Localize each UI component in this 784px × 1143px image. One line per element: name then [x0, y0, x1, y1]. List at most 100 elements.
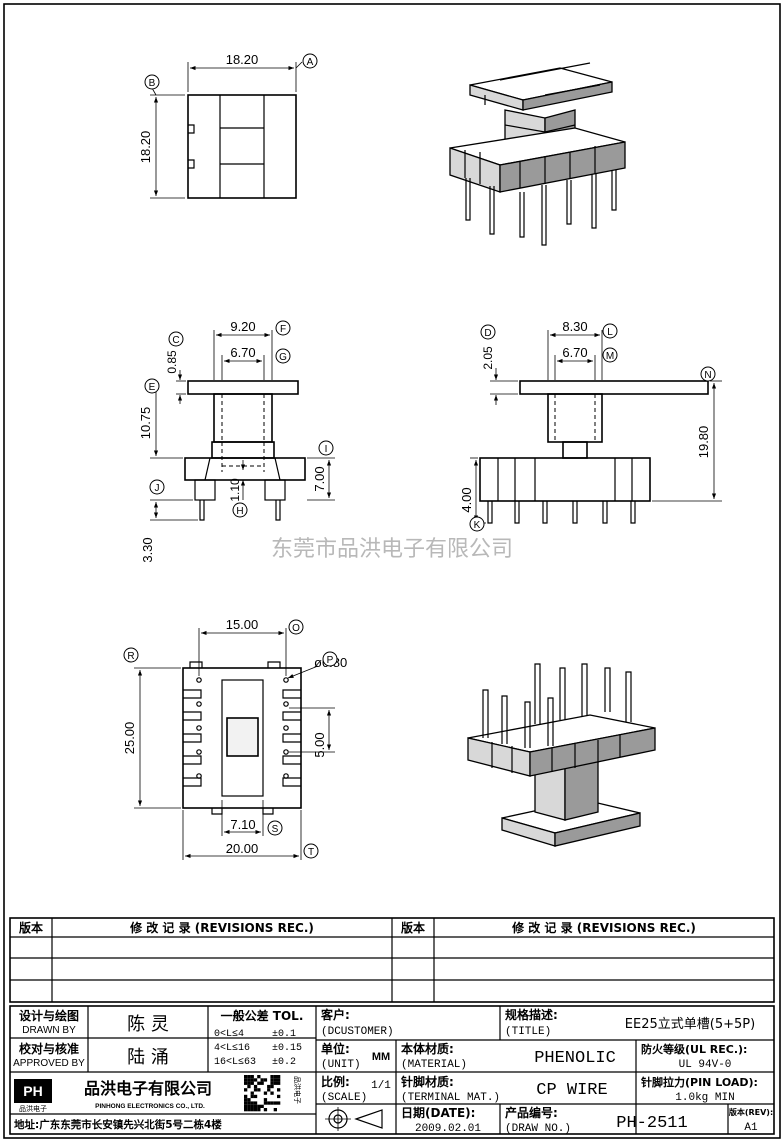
dim-bottom-height: 25.00 — [122, 722, 137, 755]
svg-text:S: S — [272, 824, 279, 835]
dim-bottom-width: 15.00 — [226, 617, 259, 632]
svg-text:M: M — [606, 351, 614, 362]
rev-rec-label-left: 修 改 记 录 (REVISIONS REC.) — [129, 920, 314, 935]
material-value: PHENOLIC — [534, 1049, 616, 1068]
spec-label-cn: 规格描述: — [505, 1007, 558, 1022]
logo-text: PH — [23, 1083, 42, 1099]
pinload-label: 针脚拉力(PIN LOAD): — [641, 1075, 758, 1089]
dim-front-flange: 0.85 — [165, 350, 179, 374]
designer-label-cn: 设计与绘图 — [19, 1008, 79, 1023]
dim-front-height: 10.75 — [138, 407, 153, 440]
bubble-t: T — [303, 843, 319, 859]
dim-bottom-total: 20.00 — [226, 841, 259, 856]
svg-text:J: J — [155, 483, 160, 494]
bottom-view: 15.00 25.00 5.00 ø0.80 7.10 20.00 — [122, 617, 347, 860]
tol-range-1: 4<L≤16 — [214, 1043, 250, 1054]
qr-side-text: 品洪电子 — [293, 1076, 302, 1104]
pinload-value: 1.0kg MIN — [675, 1092, 734, 1104]
company-logo: PH 品洪电子 — [14, 1079, 52, 1113]
bubble-k: K — [469, 516, 485, 532]
bubble-g: G — [275, 348, 291, 364]
unit-value: MM — [372, 1051, 390, 1063]
fire-label: 防火等级(UL REC.): — [641, 1042, 747, 1056]
dim-side-height: 19.80 — [696, 426, 711, 459]
fire-value: UL 94V-0 — [679, 1059, 732, 1071]
dim-bottom-inner: 7.10 — [230, 817, 255, 832]
dim-side-width: 8.30 — [562, 319, 587, 334]
isometric-view-top — [449, 62, 626, 246]
spec-value: EE25立式单槽(5+5P) — [625, 1017, 755, 1032]
sheet-border — [3, 3, 781, 1139]
dim-top-width: 18.20 — [226, 52, 259, 67]
scale-value: 1/1 — [371, 1080, 391, 1092]
unit-label-cn: 单位: — [321, 1041, 350, 1056]
bubble-o: O — [288, 619, 304, 635]
watermark-text: 东莞市品洪电子有限公司 — [271, 537, 513, 562]
rev-value: A1 — [744, 1122, 758, 1134]
customer-label-cn: 客户: — [320, 1007, 350, 1022]
checker-label-en: APPROVED BY — [13, 1058, 85, 1069]
svg-text:H: H — [236, 506, 243, 517]
projection-symbol-icon — [325, 1107, 383, 1131]
isometric-view-bottom — [467, 663, 656, 847]
bubble-r: R — [123, 647, 139, 663]
rev-ver-label-right: 版本 — [401, 920, 425, 935]
bubble-d: D — [480, 324, 496, 340]
title-block: 设计与绘图 DRAWN BY 陈 灵 校对与核准 APPROVED BY 陆 涌… — [9, 1005, 775, 1135]
bubble-n: N — [700, 366, 716, 382]
svg-text:A: A — [307, 57, 314, 68]
svg-text:P: P — [327, 655, 334, 666]
date-label: 日期(DATE): — [401, 1105, 475, 1120]
bubble-i: I — [318, 440, 334, 456]
company-name-en: PINHONG ELECTRONICS CO., LTD. — [95, 1103, 205, 1110]
bubble-l: L — [602, 323, 618, 339]
svg-text:N: N — [704, 370, 711, 381]
bubble-p: P — [322, 651, 338, 667]
dim-front-width: 9.20 — [230, 319, 255, 334]
drawno-label-cn: 产品编号: — [505, 1105, 558, 1120]
drawno-value: PH-2511 — [616, 1114, 687, 1133]
top-view: 18.20 18.20 — [138, 52, 303, 199]
revision-table: 版本 修 改 记 录 (REVISIONS REC.) 版本 修 改 记 录 (… — [9, 917, 775, 1003]
bubble-c: C — [168, 331, 184, 347]
dim-side-pin: 4.00 — [459, 487, 474, 512]
tol-val-2: ±0.2 — [272, 1057, 296, 1068]
drawno-label-en: (DRAW NO.) — [505, 1123, 571, 1135]
tol-range-0: 0<L≤4 — [214, 1029, 244, 1040]
front-view: 9.20 6.70 0.85 10.75 7.00 3.30 1.10 — [138, 319, 335, 563]
bubble-j: J — [149, 479, 165, 495]
spec-label-en: (TITLE) — [505, 1026, 551, 1038]
scale-label-cn: 比例: — [321, 1074, 350, 1089]
company-name-cn: 品洪电子有限公司 — [84, 1079, 212, 1098]
checker-label-cn: 校对与核准 — [19, 1041, 79, 1056]
bubble-a: A — [302, 53, 318, 69]
terminal-value: CP WIRE — [536, 1081, 607, 1100]
svg-text:D: D — [484, 328, 491, 339]
company-address: 地址:广东东莞市长安镇先兴北街5号二栋4楼 — [14, 1118, 222, 1131]
bubble-f: F — [275, 320, 291, 336]
terminal-label-en: (TERMINAL MAT.) — [401, 1092, 500, 1104]
designer-name: 陈 灵 — [127, 1014, 169, 1035]
svg-text:L: L — [607, 327, 613, 338]
qr-code-icon — [244, 1075, 281, 1112]
logo-subtext: 品洪电子 — [19, 1104, 47, 1113]
svg-text:G: G — [279, 352, 287, 363]
dim-side-flange: 2.05 — [481, 346, 495, 370]
bubble-b: B — [144, 74, 160, 90]
checker-name: 陆 涌 — [127, 1047, 169, 1068]
svg-text:T: T — [308, 847, 314, 858]
svg-text:C: C — [172, 335, 179, 346]
dim-front-pin: 3.30 — [140, 537, 155, 562]
scale-label-en: (SCALE) — [321, 1092, 367, 1104]
date-value: 2009.02.01 — [415, 1123, 481, 1135]
side-view: 8.30 6.70 2.05 19.80 4.00 — [459, 319, 722, 524]
svg-text:E: E — [149, 382, 156, 393]
bubble-h: H — [232, 502, 248, 518]
bubble-m: M — [602, 347, 618, 363]
designer-label-en: DRAWN BY — [22, 1025, 76, 1036]
dim-front-base: 7.00 — [312, 466, 327, 491]
material-label-cn: 本体材质: — [401, 1041, 454, 1056]
reference-bubbles: A B C D E F G H I J K L M N O P R S T — [123, 53, 716, 859]
tol-val-1: ±0.15 — [272, 1043, 302, 1054]
svg-text:F: F — [280, 324, 286, 335]
